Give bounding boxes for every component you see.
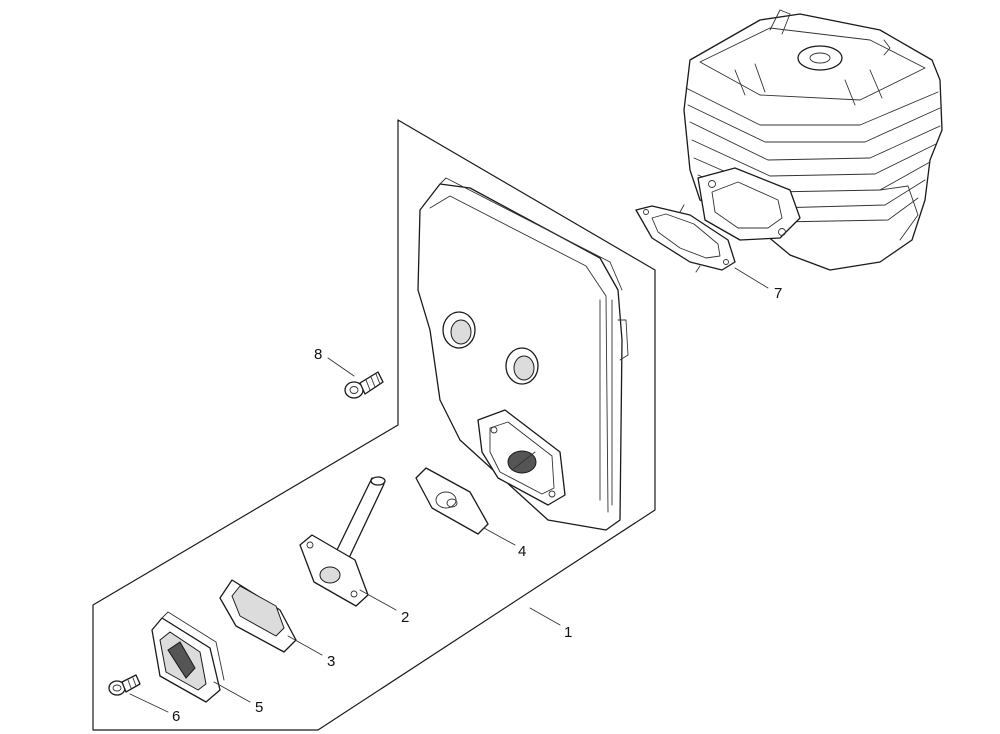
spark-arrester-5 [151, 611, 225, 703]
screw-6 [108, 674, 141, 696]
muffler-part [417, 177, 629, 531]
gasket-7 [635, 204, 736, 273]
callout-4: 4 [518, 543, 526, 560]
tailpipe-2 [299, 476, 386, 607]
assembly-frame [92, 119, 656, 731]
bolt-8 [344, 371, 384, 399]
leader-lines [129, 267, 769, 713]
plate-3 [219, 579, 297, 653]
callout-labels: 1 2 3 4 5 6 7 8 [172, 285, 782, 725]
callout-3: 3 [327, 653, 335, 670]
callout-7: 7 [774, 285, 782, 302]
cylinder-part [683, 9, 943, 271]
callout-6: 6 [172, 708, 180, 725]
callout-2: 2 [401, 609, 409, 626]
callout-1: 1 [564, 624, 572, 641]
callout-8: 8 [314, 346, 322, 363]
callout-5: 5 [255, 699, 263, 716]
gasket-4 [415, 467, 489, 535]
